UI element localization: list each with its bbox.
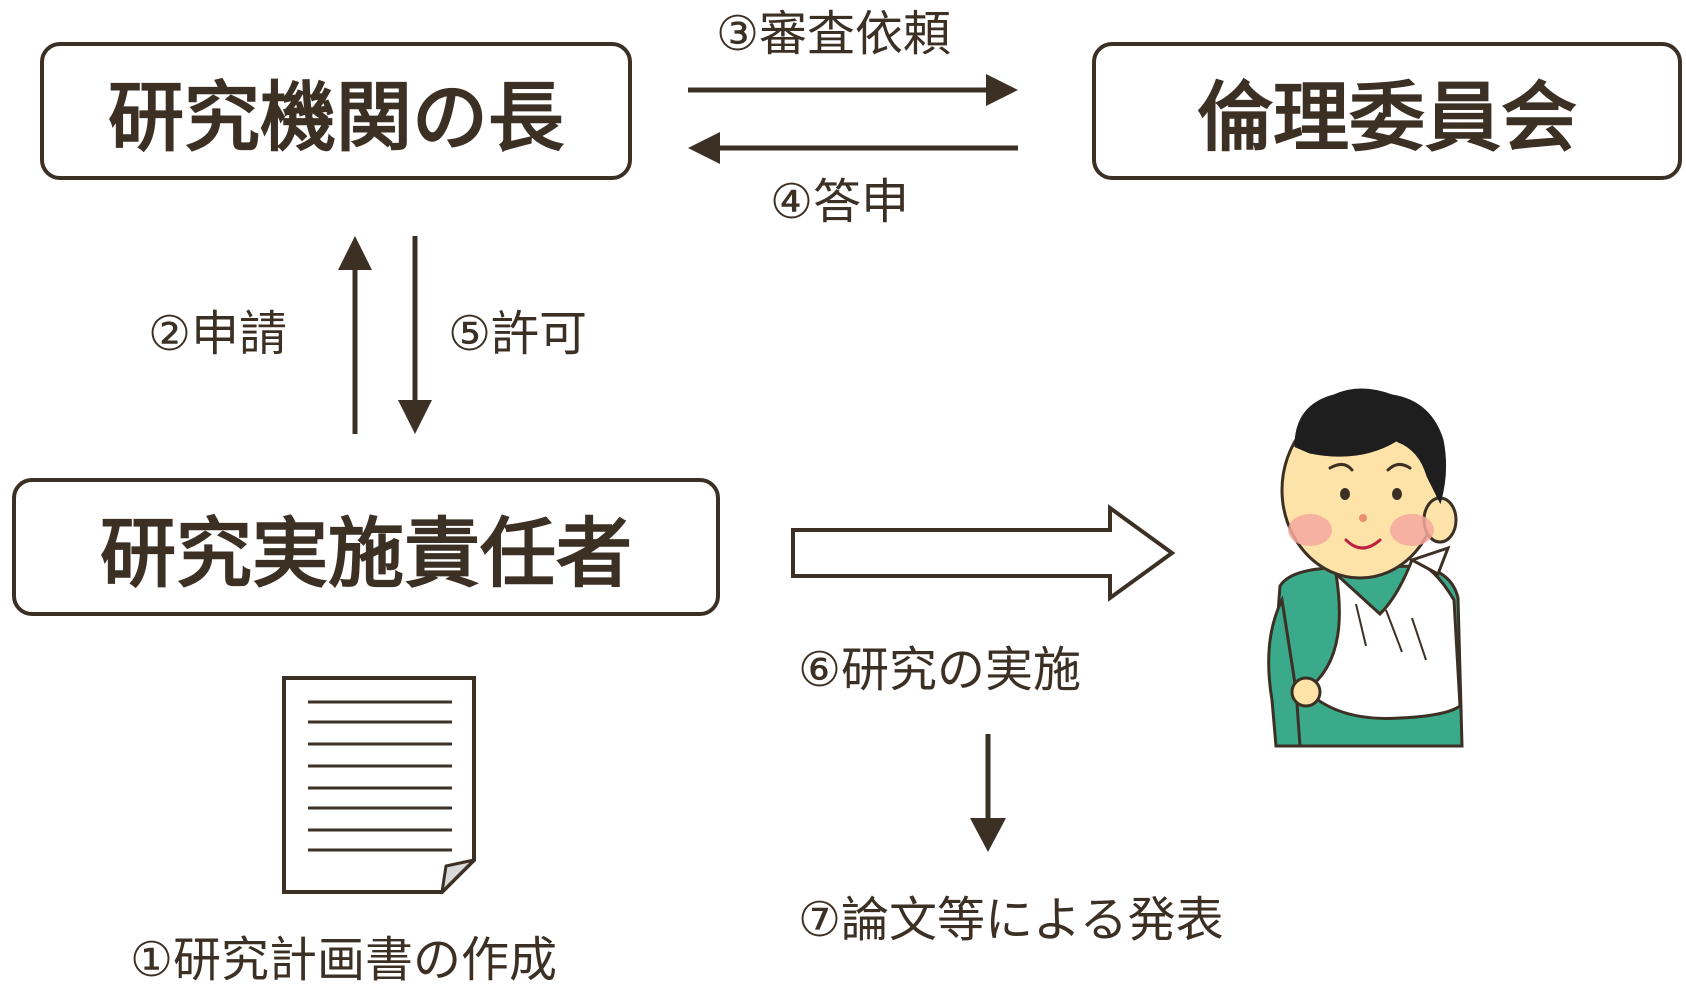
principal-investigator-label: 研究実施責任者 xyxy=(100,509,632,598)
ethics-committee-label: 倫理委員会 xyxy=(1197,73,1577,162)
arrow-review-request xyxy=(688,74,1018,106)
step-4-label: ④答申 xyxy=(770,174,910,230)
step-1-label: ①研究計画書の作成 xyxy=(130,932,558,988)
institution-head-label: 研究機関の長 xyxy=(108,73,564,162)
institution-head-box: 研究機関の長 xyxy=(40,42,632,180)
arrow-conduct-research xyxy=(791,504,1176,602)
arrow-application xyxy=(338,236,372,434)
ethics-committee-box: 倫理委員会 xyxy=(1092,42,1682,180)
step-2-label: ②申請 xyxy=(148,306,288,362)
step-5-label: ⑤許可 xyxy=(448,306,588,362)
step-6-label: ⑥研究の実施 xyxy=(798,642,1082,698)
step-7-label: ⑦論文等による発表 xyxy=(798,892,1224,948)
document-icon xyxy=(282,676,476,894)
arrow-publication xyxy=(970,734,1006,852)
step-3-label: ③審査依頼 xyxy=(716,6,952,62)
arrow-permission xyxy=(398,236,432,434)
arrow-report xyxy=(688,132,1018,164)
injured-person-illustration xyxy=(1267,388,1464,748)
principal-investigator-box: 研究実施責任者 xyxy=(12,478,720,616)
